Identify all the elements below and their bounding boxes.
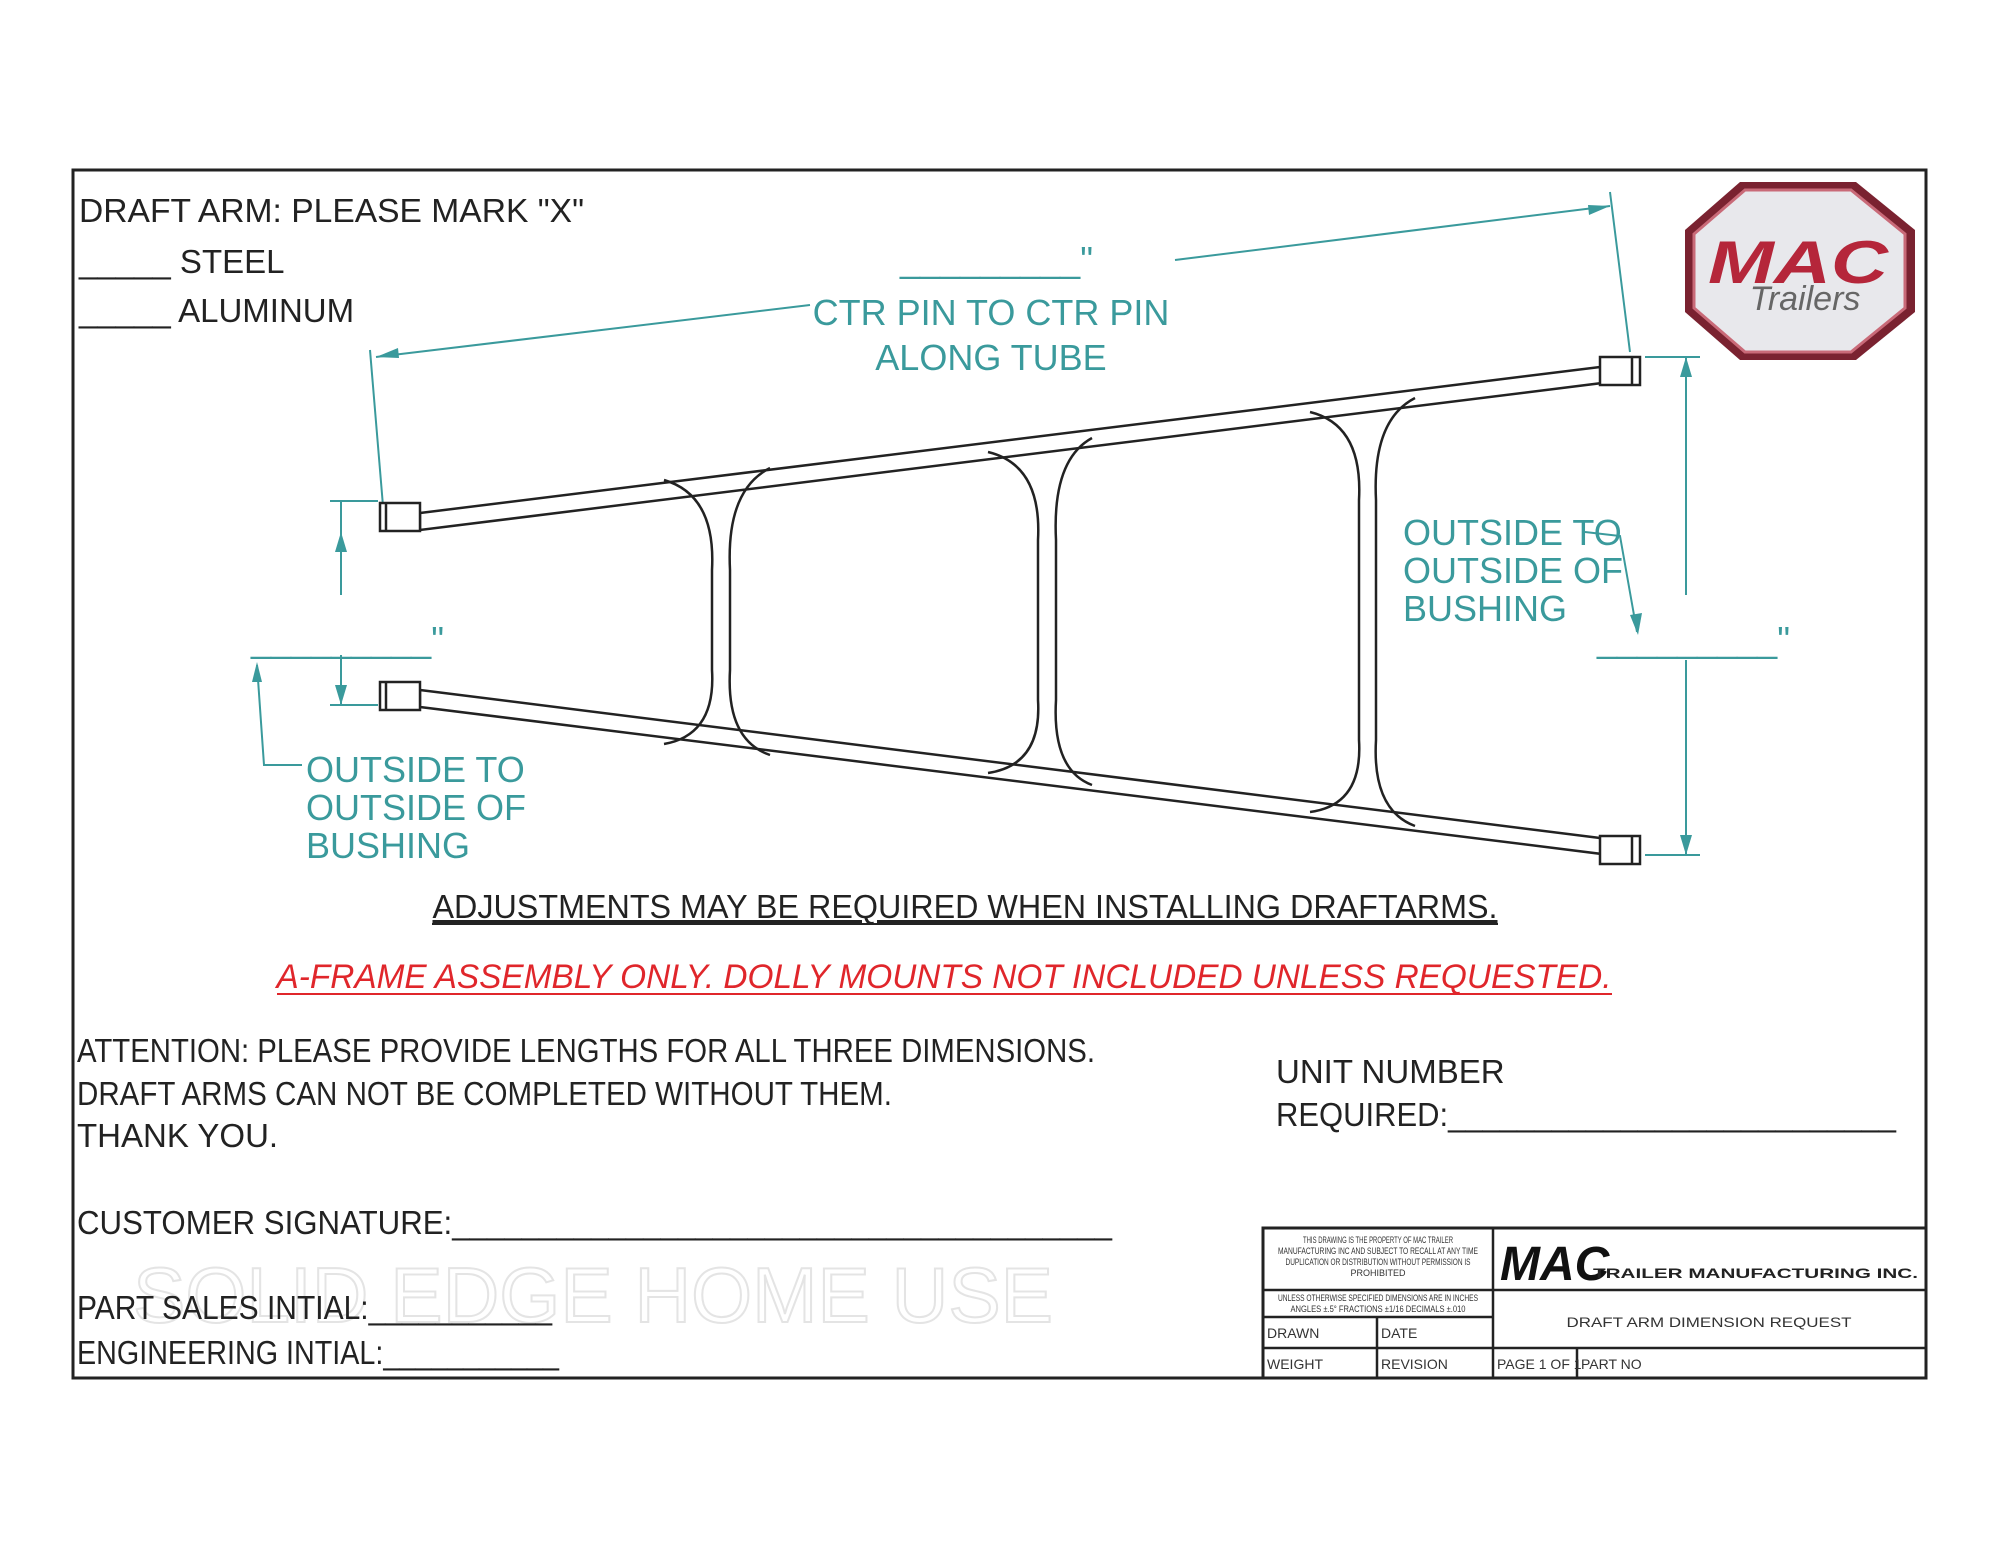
attention-line-2: DRAFT ARMS CAN NOT BE COMPLETED WITHOUT … (77, 1075, 892, 1112)
engineering-initial-field[interactable]: ENGINEERING INTIAL:___________ (77, 1334, 560, 1371)
mac-trailers-logo: MAC Trailers (1685, 182, 1915, 360)
property-line-1: THIS DRAWING IS THE PROPERTY OF MAC TRAI… (1303, 1235, 1453, 1245)
ctr-pin-label-1: CTR PIN TO CTR PIN (813, 292, 1170, 333)
right-bushing-label-1: OUTSIDE TO (1403, 512, 1622, 553)
ctr-pin-blank[interactable]: _________" (899, 239, 1093, 280)
adjustments-note: ADJUSTMENTS MAY BE REQUIRED WHEN INSTALL… (433, 888, 1498, 925)
left-bushing-label-3: BUSHING (306, 825, 470, 866)
property-line-2: MANUFACTURING INC AND SUBJECT TO RECALL … (1278, 1246, 1478, 1256)
logo-script: Trailers (1750, 280, 1861, 318)
company-logo: MAC (1500, 1238, 1611, 1291)
right-bushing-blank[interactable]: _________" (1596, 619, 1790, 660)
logo-text: MAC (1708, 229, 1890, 296)
left-bushing-blank[interactable]: _________" (250, 619, 444, 660)
company-name: TRAILER MANUFACTURING INC. (1593, 1265, 1918, 1281)
ctr-pin-label-2: ALONG TUBE (875, 337, 1106, 378)
weight-label: WEIGHT (1267, 1356, 1323, 1372)
draft-arm-frame (378, 355, 1642, 866)
material-heading: DRAFT ARM: PLEASE MARK "X" (79, 192, 584, 229)
part-no-label: PART NO (1581, 1356, 1642, 1372)
left-bushing-label-1: OUTSIDE TO (306, 749, 525, 790)
customer-signature-field[interactable]: CUSTOMER SIGNATURE:_____________________… (77, 1204, 1113, 1241)
unit-number-field[interactable]: REQUIRED:__________________________ (1276, 1096, 1897, 1133)
property-line-3: DUPLICATION OR DISTRIBUTION WITHOUT PERM… (1286, 1257, 1471, 1267)
drawing-title: DRAFT ARM DIMENSION REQUEST (1567, 1314, 1853, 1330)
drawn-label: DRAWN (1267, 1325, 1319, 1341)
page-label: PAGE 1 OF 1 (1497, 1356, 1582, 1372)
property-line-4: PROHIBITED (1350, 1268, 1406, 1278)
material-aluminum[interactable]: _____ ALUMINUM (78, 292, 354, 329)
sheet-border (71, 168, 1928, 1380)
right-bushing-label-2: OUTSIDE OF (1403, 550, 1623, 591)
right-bushing-label-3: BUSHING (1403, 588, 1567, 629)
part-sales-initial-field[interactable]: PART SALES INTIAL:___________ (77, 1289, 553, 1326)
left-bushing-dimension: _________" OUTSIDE TO OUTSIDE OF BUSHING (250, 500, 526, 866)
attention-line-3: THANK YOU. (77, 1117, 278, 1154)
date-label: DATE (1381, 1325, 1417, 1341)
tolerance-line-1: UNLESS OTHERWISE SPECIFIED DIMENSIONS AR… (1278, 1293, 1478, 1303)
left-bushing-label-2: OUTSIDE OF (306, 787, 526, 828)
unit-number-label: UNIT NUMBER (1276, 1053, 1505, 1090)
right-bushing-dimension: _________" OUTSIDE TO OUTSIDE OF BUSHING (1403, 356, 1790, 856)
watermark: SOLID EDGE HOME USE (133, 1251, 1053, 1339)
tolerance-line-2: ANGLES ±.5° FRACTIONS ±1/16 DECIMALS ±.0… (1291, 1304, 1466, 1314)
aframe-note: A-FRAME ASSEMBLY ONLY. DOLLY MOUNTS NOT … (275, 958, 1612, 996)
material-steel[interactable]: _____ STEEL (78, 243, 284, 280)
attention-line-1: ATTENTION: PLEASE PROVIDE LENGTHS FOR AL… (77, 1032, 1095, 1069)
revision-label: REVISION (1381, 1356, 1448, 1372)
ctr-pin-dimension: _________" CTR PIN TO CTR PIN ALONG TUBE (369, 191, 1631, 507)
title-block: THIS DRAWING IS THE PROPERTY OF MAC TRAI… (1261, 1226, 1928, 1380)
